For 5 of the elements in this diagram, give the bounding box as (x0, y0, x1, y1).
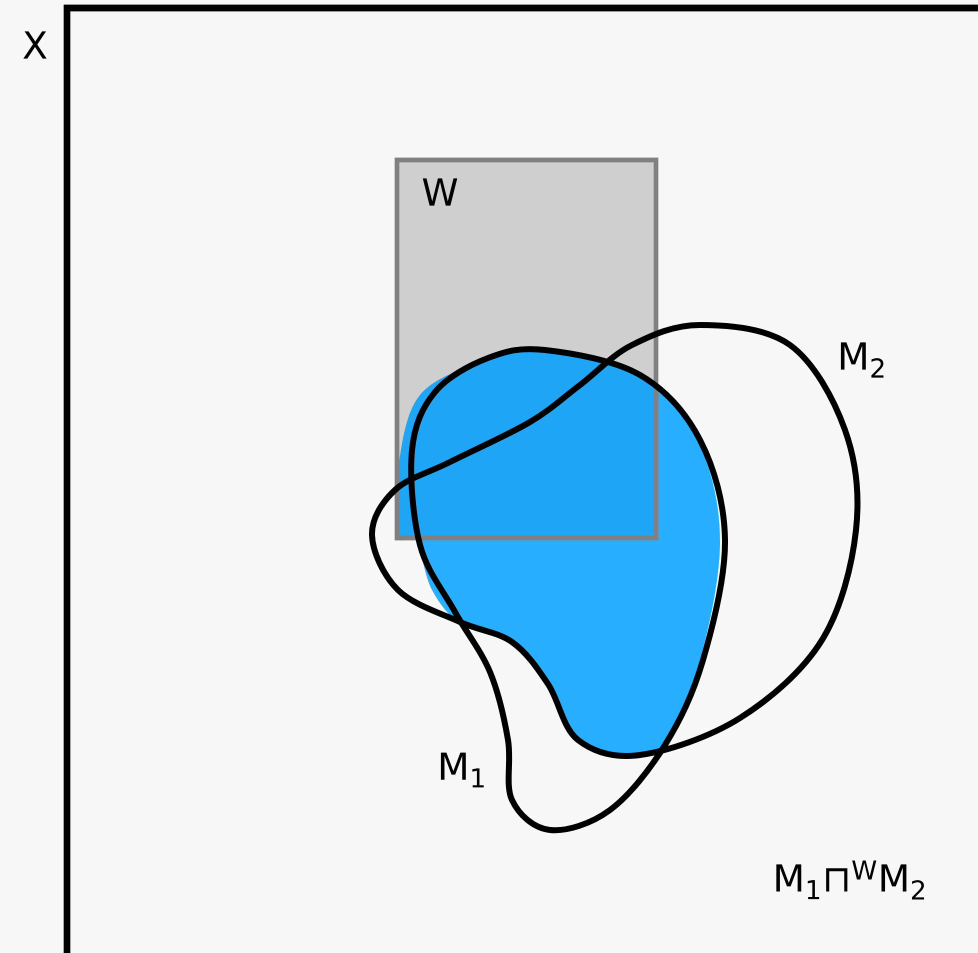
set-label: W (422, 178, 458, 206)
set-label: X (23, 31, 47, 59)
set-label: M$_{2}$ (840, 342, 884, 378)
region-label: M$_{1}$⊓$^{W}$M$_{2}$ (776, 860, 924, 900)
set-label: M$_{1}$ (440, 752, 484, 788)
